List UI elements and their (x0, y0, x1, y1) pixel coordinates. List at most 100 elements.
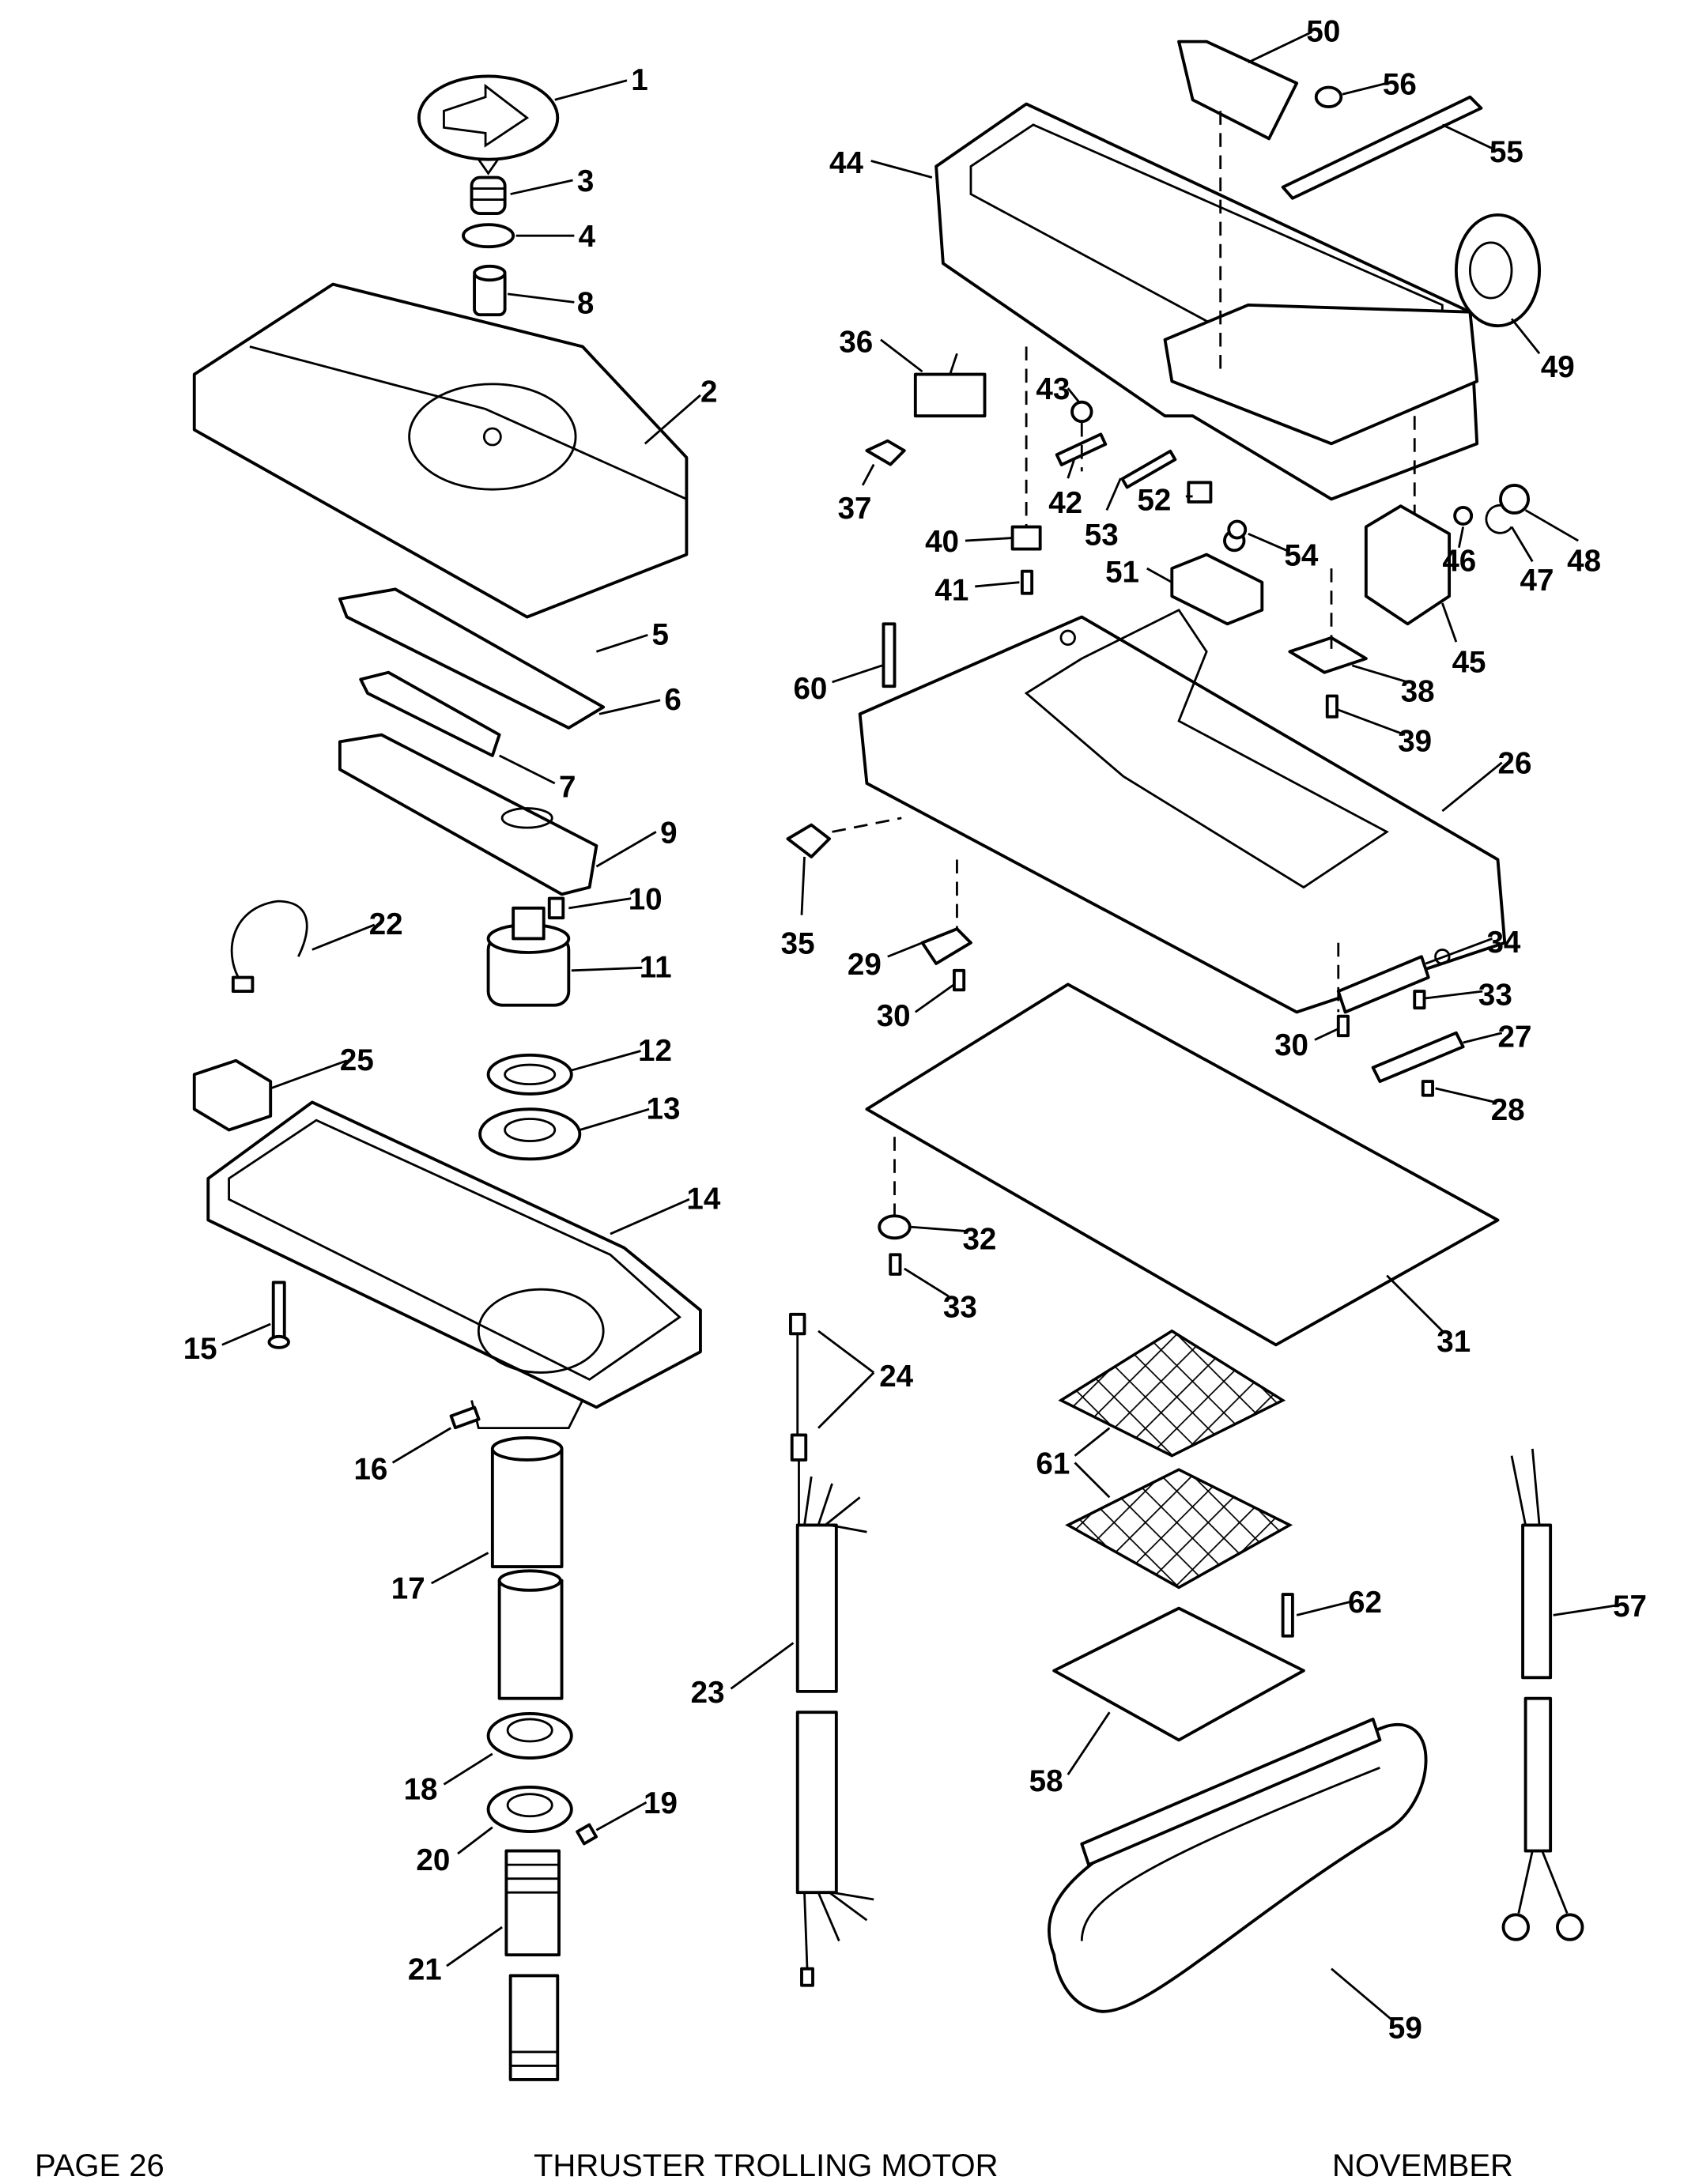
part-21-threaded-tube (504, 1849, 561, 2081)
callout-17: 17 (391, 1571, 425, 1605)
part-56-washer (1314, 85, 1343, 108)
part-33-screw-2 (889, 1253, 902, 1276)
callout-48: 48 (1567, 545, 1601, 579)
part-3-spring (470, 175, 507, 216)
callout-14: 14 (686, 1182, 720, 1216)
callout-52: 52 (1137, 483, 1171, 517)
part-62-screw (1281, 1593, 1294, 1638)
callout-60: 60 (793, 672, 827, 706)
part-49-drum (1454, 213, 1542, 328)
callout-2: 2 (700, 375, 717, 409)
callout-22: 22 (369, 907, 403, 941)
callout-20: 20 (416, 1843, 450, 1877)
part-1-knob (417, 74, 560, 175)
callout-33: 33 (1478, 979, 1512, 1013)
part-53-screw (1120, 449, 1177, 489)
callout-57: 57 (1613, 1590, 1647, 1624)
callout-49: 49 (1541, 350, 1575, 384)
part-48-washer (1499, 483, 1531, 515)
part-6-plate (338, 587, 606, 730)
part-38-bracket (1288, 636, 1368, 674)
callout-37: 37 (838, 492, 872, 526)
part-23-cable (795, 1476, 874, 1987)
callout-8: 8 (577, 286, 594, 320)
part-35-plug (786, 823, 831, 858)
part-45-relay (1364, 504, 1452, 626)
callout-56: 56 (1383, 67, 1417, 101)
part-54-washer (1227, 519, 1248, 540)
leader-lines (221, 31, 1616, 2023)
part-32-foot (878, 1214, 912, 1240)
part-33-screw (1413, 990, 1426, 1010)
part-60-screw (882, 622, 897, 688)
callout-31: 31 (1437, 1325, 1471, 1359)
part-28-screw (1421, 1080, 1434, 1097)
callout-19: 19 (644, 1786, 678, 1820)
part-55-pin (1281, 95, 1483, 200)
callout-12: 12 (638, 1034, 672, 1068)
part-59-strap (1047, 1718, 1428, 2013)
part-19-setscrew (576, 1823, 598, 1846)
part-36-switch (913, 353, 987, 418)
part-11-gear-motor (486, 906, 571, 1007)
callout-54: 54 (1284, 539, 1318, 573)
part-2-top-cover (192, 282, 689, 619)
callout-18: 18 (404, 1773, 438, 1807)
callout-1: 1 (631, 63, 648, 97)
callout-35: 35 (781, 927, 815, 961)
part-30-screw-2 (1336, 1014, 1350, 1038)
part-52-knob (1187, 481, 1213, 504)
callout-39: 39 (1398, 725, 1432, 759)
callout-33-second: 33 (943, 1290, 977, 1324)
callout-50: 50 (1306, 15, 1340, 49)
callout-30: 30 (877, 999, 911, 1033)
callout-3: 3 (577, 164, 594, 198)
part-8-bushing (473, 264, 507, 317)
callout-46: 46 (1442, 545, 1476, 579)
callout-58: 58 (1029, 1764, 1063, 1798)
part-7-rack (359, 670, 501, 757)
part-41-screw (1020, 569, 1034, 595)
callout-34: 34 (1486, 926, 1520, 960)
footer-date: NOVEMBER (1332, 2148, 1513, 2183)
callout-27: 27 (1497, 1020, 1531, 1054)
callout-5: 5 (652, 618, 669, 652)
callout-9: 9 (660, 816, 677, 850)
callout-41: 41 (934, 573, 968, 607)
callout-11: 11 (640, 951, 672, 985)
part-12-bearing (486, 1053, 573, 1096)
part-46-washer (1453, 506, 1474, 526)
callout-59: 59 (1388, 2011, 1422, 2045)
part-15-screw (267, 1281, 290, 1349)
callout-40: 40 (925, 525, 959, 559)
part-29-clamp (920, 927, 972, 965)
callout-43: 43 (1036, 372, 1070, 406)
part-47-clip (1485, 504, 1513, 534)
callout-6: 6 (664, 683, 681, 717)
part-57-power-cable (1501, 1448, 1584, 1941)
footer-title: THRUSTER TROLLING MOTOR (534, 2148, 999, 2183)
callout-15: 15 (183, 1332, 217, 1366)
callout-23: 23 (691, 1676, 725, 1710)
callout-38: 38 (1401, 675, 1435, 709)
callout-36: 36 (839, 326, 873, 360)
callout-29: 29 (848, 948, 882, 982)
callout-16: 16 (353, 1453, 387, 1487)
callout-7: 7 (559, 771, 576, 805)
callout-61: 61 (1036, 1447, 1070, 1481)
part-26-base-plate (858, 608, 1507, 1014)
callout-51: 51 (1105, 556, 1139, 590)
callout-4: 4 (579, 220, 596, 254)
part-18-collar (486, 1712, 573, 1760)
part-39-screw (1325, 694, 1338, 719)
part-9-carrier (338, 733, 598, 896)
footer-page-number: PAGE 26 (35, 2148, 164, 2183)
part-50-cover (1177, 40, 1299, 141)
part-51-microswitch (1170, 529, 1264, 626)
part-27-plate (1371, 1031, 1465, 1084)
part-34-plate (1336, 955, 1430, 1014)
part-4-washer (462, 223, 515, 249)
part-43-nut (1070, 400, 1093, 424)
part-37-clip (865, 439, 906, 466)
